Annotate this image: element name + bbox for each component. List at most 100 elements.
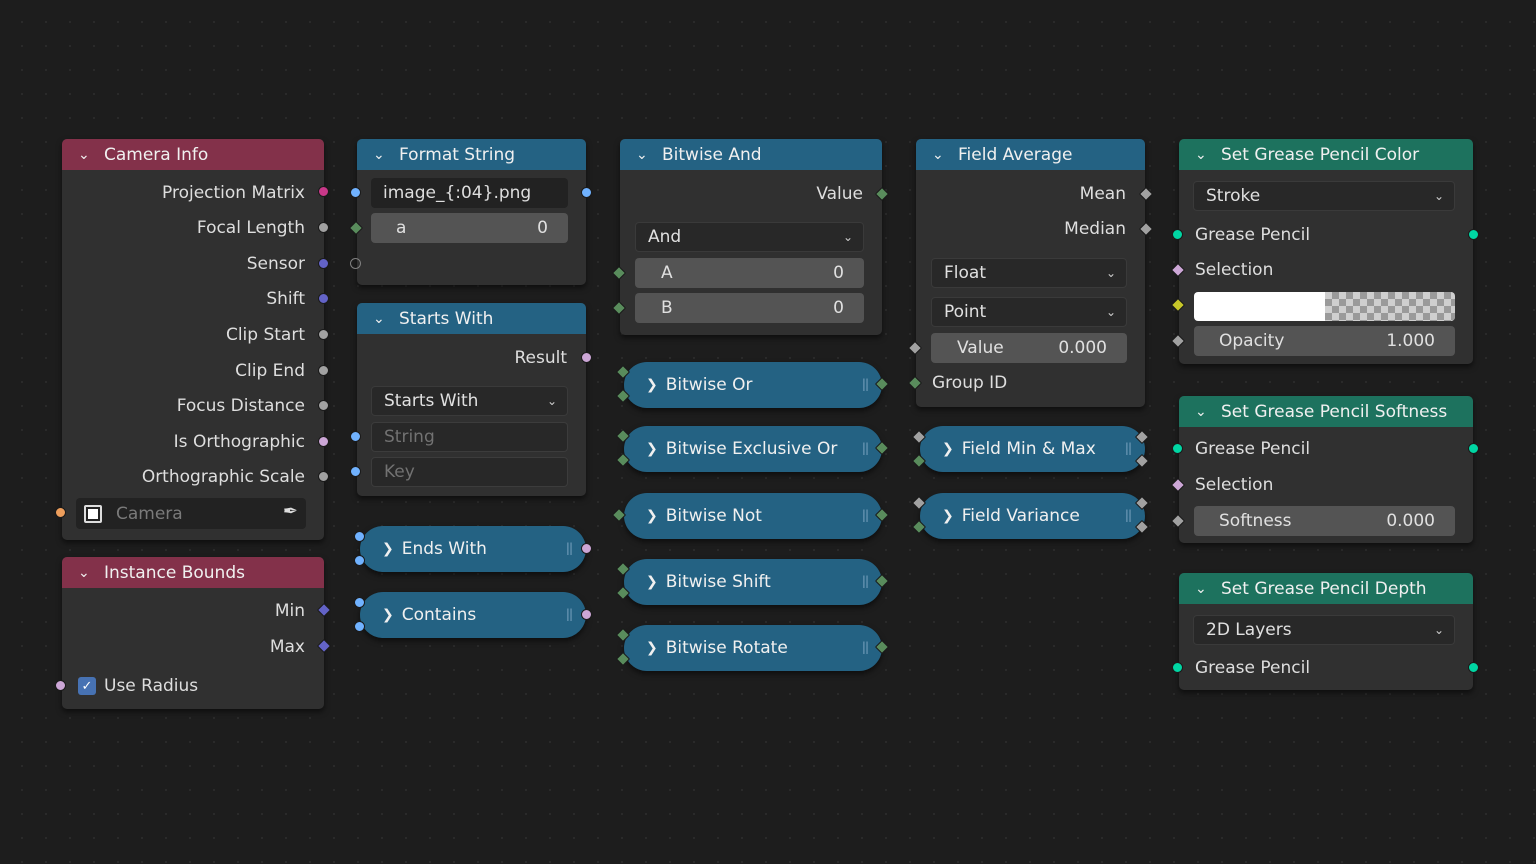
- chevron-down-icon[interactable]: ⌄: [78, 146, 90, 163]
- node-header[interactable]: ⌄ Instance Bounds: [62, 557, 324, 588]
- chevron-right-icon[interactable]: ❯: [646, 441, 658, 457]
- node-contains-collapsed[interactable]: ❯ Contains ||: [360, 592, 586, 638]
- chevron-down-icon[interactable]: ⌄: [1195, 403, 1207, 420]
- node-header[interactable]: ⌄ Starts With: [357, 303, 586, 334]
- color-mode-dropdown[interactable]: Stroke ⌄: [1193, 181, 1455, 211]
- chevron-down-icon: ⌄: [546, 394, 557, 408]
- chevron-down-icon: ⌄: [1105, 305, 1116, 319]
- node-header[interactable]: ⌄ Bitwise And: [620, 139, 882, 170]
- chevron-right-icon[interactable]: ❯: [382, 607, 394, 623]
- node-ends-with-collapsed[interactable]: ❯ Ends With ||: [360, 526, 586, 572]
- socket-ends-with-in-2[interactable]: [354, 555, 365, 566]
- key-input[interactable]: Key: [371, 457, 568, 487]
- socket-contains-in-1[interactable]: [354, 597, 365, 608]
- socket-gp-color-geometry-out[interactable]: [1468, 229, 1479, 240]
- chevron-right-icon[interactable]: ❯: [942, 508, 954, 524]
- chevron-down-icon[interactable]: ⌄: [373, 310, 385, 327]
- socket-gp-softness-geometry-in[interactable]: [1172, 443, 1183, 454]
- node-field-variance-collapsed[interactable]: ❯ Field Variance ||: [920, 493, 1145, 539]
- node-bitwise-and[interactable]: ⌄ Bitwise And Value And ⌄ A 0 B 0: [620, 139, 882, 335]
- format-input[interactable]: image_{:04}.png: [371, 178, 568, 208]
- socket-extend-input[interactable]: [350, 258, 361, 269]
- chevron-right-icon[interactable]: ❯: [646, 377, 658, 393]
- chevron-down-icon[interactable]: ⌄: [373, 146, 385, 163]
- node-bitwise-or-collapsed[interactable]: ❯ Bitwise Or ||: [624, 362, 882, 408]
- chevron-right-icon[interactable]: ❯: [942, 441, 954, 457]
- socket-clip-end[interactable]: [318, 365, 329, 376]
- node-format-string[interactable]: ⌄ Format String image_{:04}.png a 0: [357, 139, 586, 285]
- socket-is-orthographic[interactable]: [318, 436, 329, 447]
- socket-result-output[interactable]: [581, 352, 592, 363]
- chevron-down-icon[interactable]: ⌄: [932, 146, 944, 163]
- socket-gp-depth-geometry-in[interactable]: [1172, 662, 1183, 673]
- socket-gp-depth-geometry-out[interactable]: [1468, 662, 1479, 673]
- data-type-dropdown[interactable]: Float ⌄: [931, 258, 1127, 288]
- socket-string-input[interactable]: [350, 431, 361, 442]
- chevron-right-icon[interactable]: ❯: [646, 640, 658, 656]
- node-title: Set Grease Pencil Color: [1221, 144, 1420, 165]
- value-float-field[interactable]: Value 0.000: [931, 333, 1127, 363]
- socket-focal-length[interactable]: [318, 222, 329, 233]
- socket-gp-color-geometry-in[interactable]: [1172, 229, 1183, 240]
- socket-clip-start[interactable]: [318, 329, 329, 340]
- node-bitwise-xor-collapsed[interactable]: ❯ Bitwise Exclusive Or ||: [624, 426, 882, 472]
- opacity-float-field[interactable]: Opacity 1.000: [1194, 326, 1455, 356]
- chevron-down-icon[interactable]: ⌄: [636, 146, 648, 163]
- a-int-field[interactable]: a 0: [371, 213, 568, 243]
- socket-projection-matrix[interactable]: [318, 186, 329, 197]
- chevron-right-icon[interactable]: ❯: [646, 508, 658, 524]
- node-header[interactable]: ⌄ Set Grease Pencil Softness: [1179, 396, 1473, 427]
- b-int-field[interactable]: B 0: [635, 293, 864, 323]
- bitwise-mode-dropdown[interactable]: And ⌄: [635, 222, 864, 252]
- chevron-right-icon[interactable]: ❯: [646, 574, 658, 590]
- node-field-average[interactable]: ⌄ Field Average Mean Median Float ⌄ Poin…: [916, 139, 1145, 407]
- socket-format-output[interactable]: [581, 187, 592, 198]
- node-instance-bounds[interactable]: ⌄ Instance Bounds Min Max ✓ Use Radius: [62, 557, 324, 709]
- node-set-grease-pencil-color[interactable]: ⌄ Set Grease Pencil Color Stroke ⌄ Greas…: [1179, 139, 1473, 364]
- input-selection: Selection: [1195, 475, 1274, 495]
- socket-key-input[interactable]: [350, 466, 361, 477]
- socket-ends-with-in-1[interactable]: [354, 531, 365, 542]
- node-header[interactable]: ⌄ Set Grease Pencil Depth: [1179, 573, 1473, 604]
- starts-with-mode-dropdown[interactable]: Starts With ⌄: [371, 386, 568, 416]
- use-radius-checkbox-row[interactable]: ✓ Use Radius: [62, 672, 324, 700]
- socket-contains-in-2[interactable]: [354, 621, 365, 632]
- socket-use-radius[interactable]: [55, 680, 66, 691]
- node-camera-info[interactable]: ⌄ Camera Info Projection Matrix Focal Le…: [62, 139, 324, 540]
- camera-selector[interactable]: Camera ✒: [76, 498, 306, 529]
- socket-gp-softness-geometry-out[interactable]: [1468, 443, 1479, 454]
- string-input[interactable]: String: [371, 422, 568, 452]
- socket-orthographic-scale[interactable]: [318, 471, 329, 482]
- socket-sensor[interactable]: [318, 258, 329, 269]
- socket-ends-with-out[interactable]: [581, 543, 592, 554]
- node-header[interactable]: ⌄ Format String: [357, 139, 586, 170]
- socket-focus-distance[interactable]: [318, 400, 329, 411]
- checkbox-checked-icon[interactable]: ✓: [78, 677, 96, 695]
- chevron-down-icon[interactable]: ⌄: [1195, 146, 1207, 163]
- node-bitwise-shift-collapsed[interactable]: ❯ Bitwise Shift ||: [624, 559, 882, 605]
- node-header[interactable]: ⌄ Camera Info: [62, 139, 324, 170]
- input-grease-pencil: Grease Pencil: [1195, 225, 1311, 245]
- node-starts-with[interactable]: ⌄ Starts With Result Starts With ⌄ Strin…: [357, 303, 586, 496]
- node-bitwise-not-collapsed[interactable]: ❯ Bitwise Not ||: [624, 493, 882, 539]
- node-bitwise-rotate-collapsed[interactable]: ❯ Bitwise Rotate ||: [624, 625, 882, 671]
- node-field-min-max-collapsed[interactable]: ❯ Field Min & Max ||: [920, 426, 1145, 472]
- chevron-down-icon[interactable]: ⌄: [1195, 580, 1207, 597]
- chevron-right-icon[interactable]: ❯: [382, 541, 394, 557]
- node-header[interactable]: ⌄ Set Grease Pencil Color: [1179, 139, 1473, 170]
- domain-dropdown[interactable]: Point ⌄: [931, 297, 1127, 327]
- chevron-down-icon[interactable]: ⌄: [78, 564, 90, 581]
- socket-format-input[interactable]: [350, 187, 361, 198]
- socket-shift[interactable]: [318, 293, 329, 304]
- socket-camera-input[interactable]: [55, 507, 66, 518]
- node-title: Bitwise Exclusive Or: [665, 439, 838, 459]
- node-set-grease-pencil-softness[interactable]: ⌄ Set Grease Pencil Softness Grease Penc…: [1179, 396, 1473, 543]
- node-header[interactable]: ⌄ Field Average: [916, 139, 1145, 170]
- eyedropper-icon[interactable]: ✒: [282, 501, 298, 522]
- depth-mode-dropdown[interactable]: 2D Layers ⌄: [1193, 615, 1455, 645]
- color-swatch[interactable]: [1194, 292, 1455, 321]
- softness-float-field[interactable]: Softness 0.000: [1194, 506, 1455, 536]
- node-set-grease-pencil-depth[interactable]: ⌄ Set Grease Pencil Depth 2D Layers ⌄ Gr…: [1179, 573, 1473, 690]
- a-int-field[interactable]: A 0: [635, 258, 864, 288]
- socket-contains-out[interactable]: [581, 609, 592, 620]
